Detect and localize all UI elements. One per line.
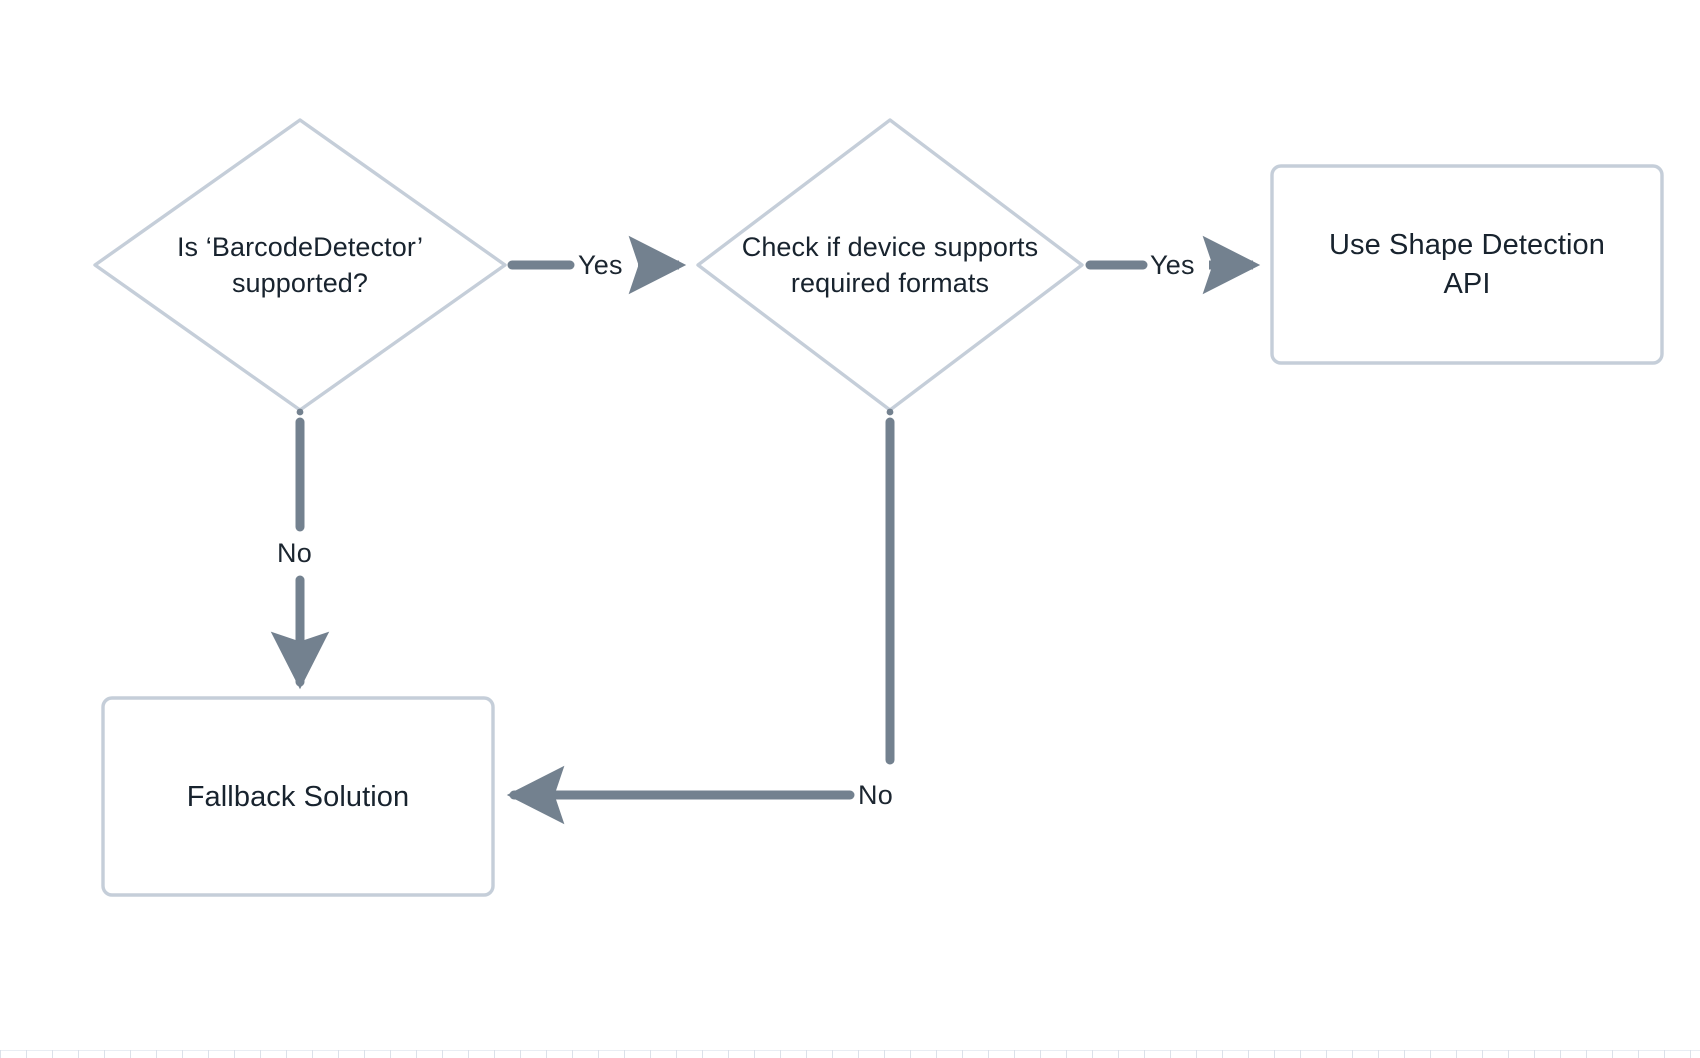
edge-label-no-1: No xyxy=(277,538,312,568)
node-process-fallback-shape[interactable] xyxy=(101,696,495,897)
edge-label-yes-2: Yes xyxy=(1150,250,1195,280)
node-decision-formats-shape[interactable] xyxy=(696,118,1084,412)
node-process-shape-detection-shape[interactable] xyxy=(1270,164,1664,365)
node-decision-barcodedetector-shape[interactable] xyxy=(93,118,507,412)
bottom-ruler-strip xyxy=(0,1050,1700,1058)
edge-label-no-2: No xyxy=(858,780,893,810)
edge-no-1-origin-dot xyxy=(296,408,304,416)
edge-no-2-origin-dot xyxy=(886,408,894,416)
edge-label-yes-1: Yes xyxy=(578,250,623,280)
